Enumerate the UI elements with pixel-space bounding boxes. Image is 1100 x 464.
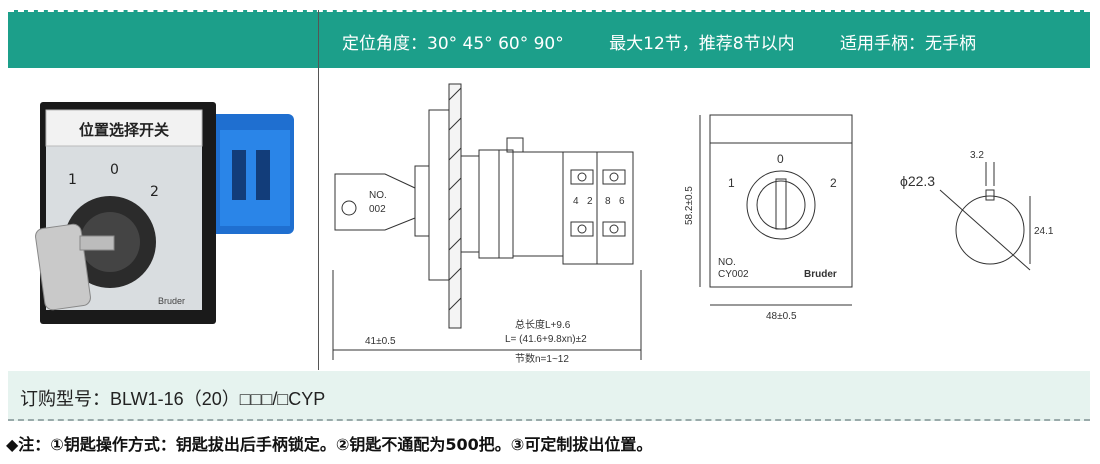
front-knob-outer [746,170,816,240]
dim-sections: 节数n=1~12 [515,352,569,365]
front-pos-1: 1 [728,176,735,190]
front-pos-0: 0 [777,152,784,166]
key-no-label: NO. [369,190,387,201]
product-photo: 位置选择开关 1 0 2 Bruder [35,102,294,324]
cutout-drawing: ϕ22.3 3.2 24.1 [900,150,1054,271]
front-code: CY002 [718,269,749,280]
spec-line: 定位角度：30° 45° 60° 90° 最大12节，推荐8节以内 适用手柄：无… [342,29,1016,54]
plate-label: 位置选择开关 [79,121,169,139]
angle-spec: 定位角度：30° 45° 60° 90° [342,34,564,54]
front-pos-2: 2 [830,176,837,190]
photo-brand: Bruder [158,296,185,306]
sections-spec: 最大12节，推荐8节以内 [609,34,795,54]
dim-front-width: 48±0.5 [766,311,797,322]
side-key [334,173,416,231]
front-brand: Bruder [804,269,837,280]
key-head [35,223,91,311]
footnote: ◆注：①钥匙操作方式：钥匙拔出后手柄锁定。②钥匙不通配为500把。③可定制拔出位… [6,435,653,454]
side-view-drawing: NO. 002 4 2 8 6 41±0.5 总长度L+9.6 L= (41.6… [332,83,642,365]
terminal-2: 2 [587,196,593,207]
photo-pos-2: 2 [150,184,159,200]
dim-front-height: 58.2±0.5 [684,186,695,225]
front-no-label: NO. [718,257,736,268]
contact-block [562,151,634,265]
cutout-circle [955,195,1025,265]
cutout-diameter: ϕ22.3 [900,173,935,189]
dim-total-length: 总长度L+9.6 [515,318,571,331]
dim-front-depth: 41±0.5 [365,336,396,347]
terminal-6: 6 [619,196,625,207]
mount-panel [448,83,462,329]
handle-spec: 适用手柄：无手柄 [840,34,977,54]
dim-L-formula: L= (41.6+9.8xn)±2 [505,334,587,345]
key-code-label: 002 [369,204,386,215]
cutout-flat-height: 24.1 [1034,226,1054,237]
front-view-drawing: 1 0 2 NO. CY002 Bruder 58.2±0.5 48±0.5 [684,114,853,322]
order-model: 订购型号：BLW1-16（20）□□□/□CYP [20,389,326,409]
order-model-bar: 订购型号：BLW1-16（20）□□□/□CYP [8,371,1090,421]
spec-header-bar: 定位角度：30° 45° 60° 90° 最大12节，推荐8节以内 适用手柄：无… [8,10,1090,68]
photo-pos-0: 0 [110,162,119,178]
terminal-8: 8 [605,196,611,207]
side-bezel [428,109,450,281]
terminal-4: 4 [573,196,579,207]
cutout-key-width: 3.2 [970,150,984,161]
divider-line [318,10,319,370]
photo-pos-1: 1 [68,172,77,188]
